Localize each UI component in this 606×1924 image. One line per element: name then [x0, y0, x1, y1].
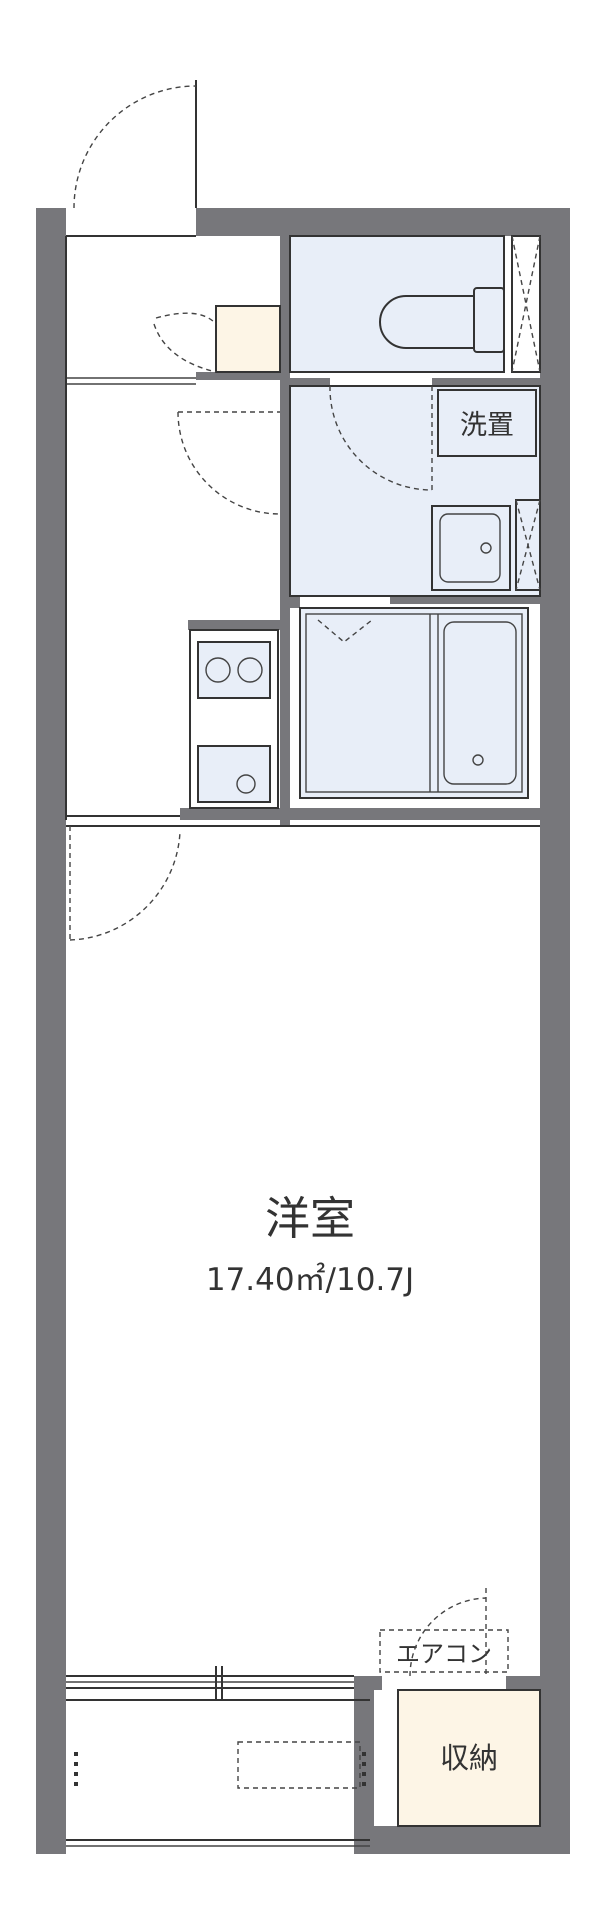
kitchen [189, 629, 279, 809]
left-wall [36, 208, 66, 1854]
right-wall [540, 208, 570, 1854]
closet-label: 収納 [440, 1741, 498, 1775]
washbasin-icon [431, 505, 511, 591]
room-area: 17.40㎡/10.7J [206, 1262, 414, 1298]
bathtub-icon [429, 614, 517, 792]
washroom-closet [515, 499, 541, 591]
balcony [66, 1699, 370, 1847]
top-wall [196, 208, 570, 236]
room-name: 洋室 [265, 1192, 355, 1245]
ac-outdoor-unit [237, 1741, 361, 1789]
bathroom-door[interactable] [317, 619, 373, 643]
stove-icon [197, 641, 271, 699]
toilet-room [289, 235, 541, 373]
washroom: 洗置 [289, 385, 541, 597]
toilet-icon [379, 287, 505, 353]
core-wall [280, 236, 290, 826]
entrance-door[interactable] [73, 80, 197, 209]
bath-bottom-wall [290, 808, 540, 820]
hallway-door[interactable] [177, 411, 281, 515]
room-door[interactable] [69, 826, 181, 941]
washroom-label: 洗置 [460, 410, 514, 441]
toilet-closet [511, 235, 541, 373]
closet: 収納 [397, 1689, 541, 1827]
balcony-window[interactable] [66, 1666, 354, 1700]
washroom-door[interactable] [329, 385, 433, 491]
exterior-walls [36, 208, 570, 1854]
western-room: 洋室 17.40㎡/10.7J [66, 825, 540, 1298]
entrance [65, 235, 196, 827]
closet-door[interactable] [409, 1588, 487, 1677]
washing-machine-space [437, 389, 537, 457]
bathroom [299, 607, 529, 799]
shoe-box-icon [153, 305, 281, 373]
interior-walls [180, 236, 540, 1854]
bottom-wall [370, 1826, 570, 1854]
kitchen-sink-icon [197, 745, 271, 803]
aircon: エアコン [379, 1588, 509, 1677]
aircon-label: エアコン [396, 1640, 492, 1668]
